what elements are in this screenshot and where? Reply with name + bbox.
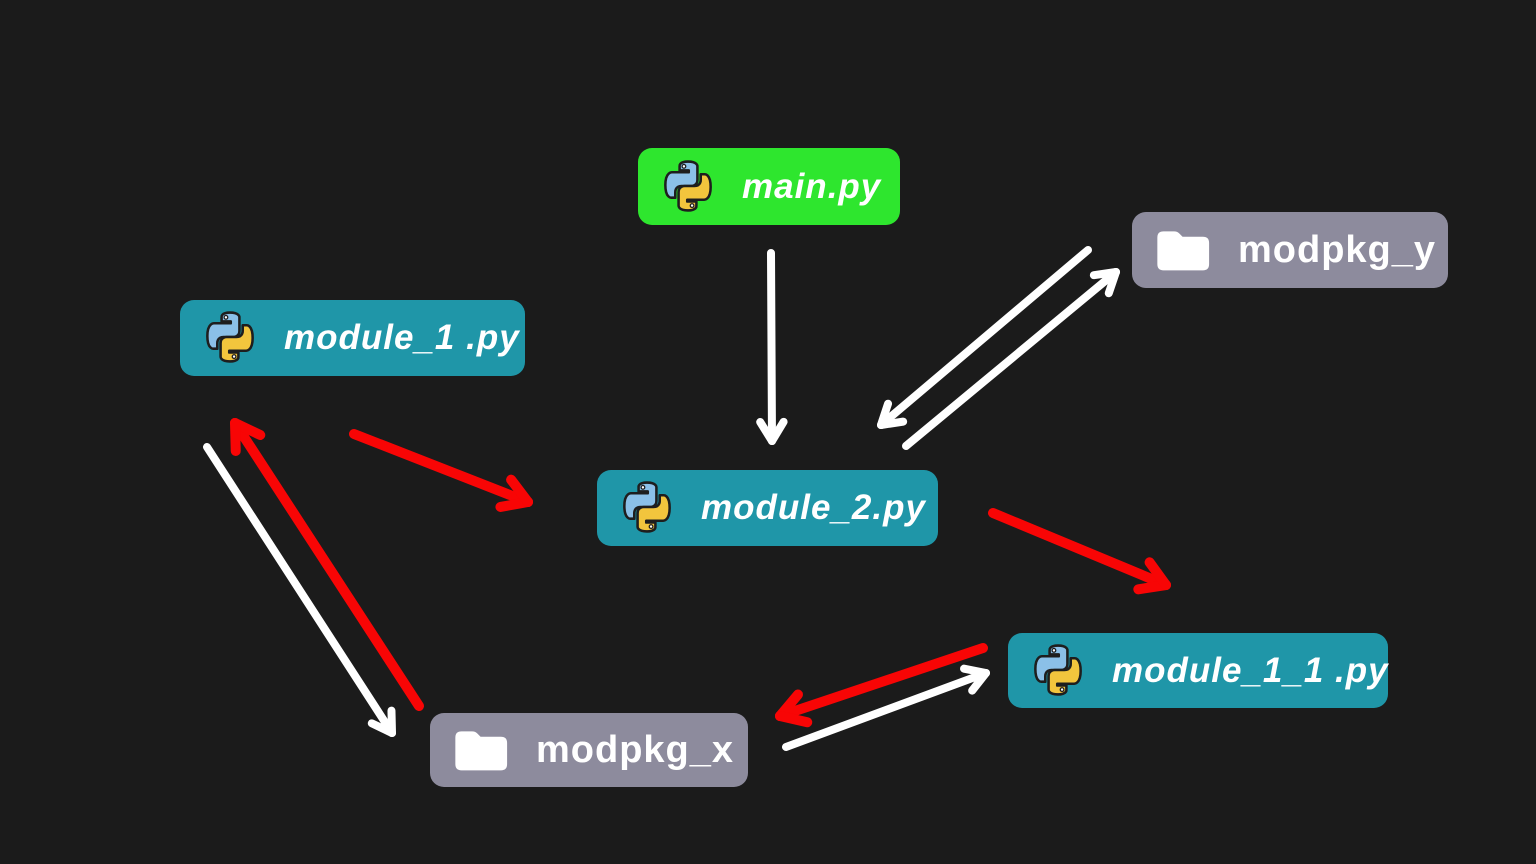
- node-modpkg-x: modpkg_x: [430, 713, 748, 787]
- edge-module_1_1-to-modpkg_x: [775, 643, 988, 728]
- node-module-2-py: module_2.py: [597, 470, 938, 546]
- python-icon: [202, 308, 258, 368]
- edge-modpkg_y-to-module_2: [877, 246, 1092, 429]
- node-label: modpkg_y: [1238, 228, 1437, 271]
- node-label: main.py: [742, 166, 882, 206]
- node-module-1-py: module_1 .py: [180, 300, 525, 376]
- python-icon: [1030, 641, 1086, 701]
- folder-icon: [1154, 227, 1212, 273]
- edge-module_2-to-module_1_1: [988, 508, 1171, 595]
- node-label: module_1_1 .py: [1112, 650, 1389, 690]
- edge-main-to-module_2: [756, 249, 788, 445]
- node-module-1-1-py: module_1_1 .py: [1008, 633, 1388, 708]
- edge-module_2-to-modpkg_y: [902, 268, 1120, 450]
- edge-module_1-to-module_2: [349, 429, 533, 512]
- node-label: modpkg_x: [536, 728, 735, 771]
- python-icon: [619, 478, 675, 538]
- edge-module_1-to-modpkg_x: [203, 443, 396, 737]
- node-label: module_1 .py: [284, 318, 520, 357]
- node-modpkg-y: modpkg_y: [1132, 212, 1448, 288]
- node-label: module_2.py: [701, 488, 926, 527]
- python-icon: [660, 157, 716, 217]
- edge-modpkg_x-to-module_1_1: [782, 664, 990, 751]
- node-main-py: main.py: [638, 148, 900, 225]
- folder-icon: [452, 727, 510, 773]
- edge-modpkg_x-to-module_1: [230, 418, 424, 711]
